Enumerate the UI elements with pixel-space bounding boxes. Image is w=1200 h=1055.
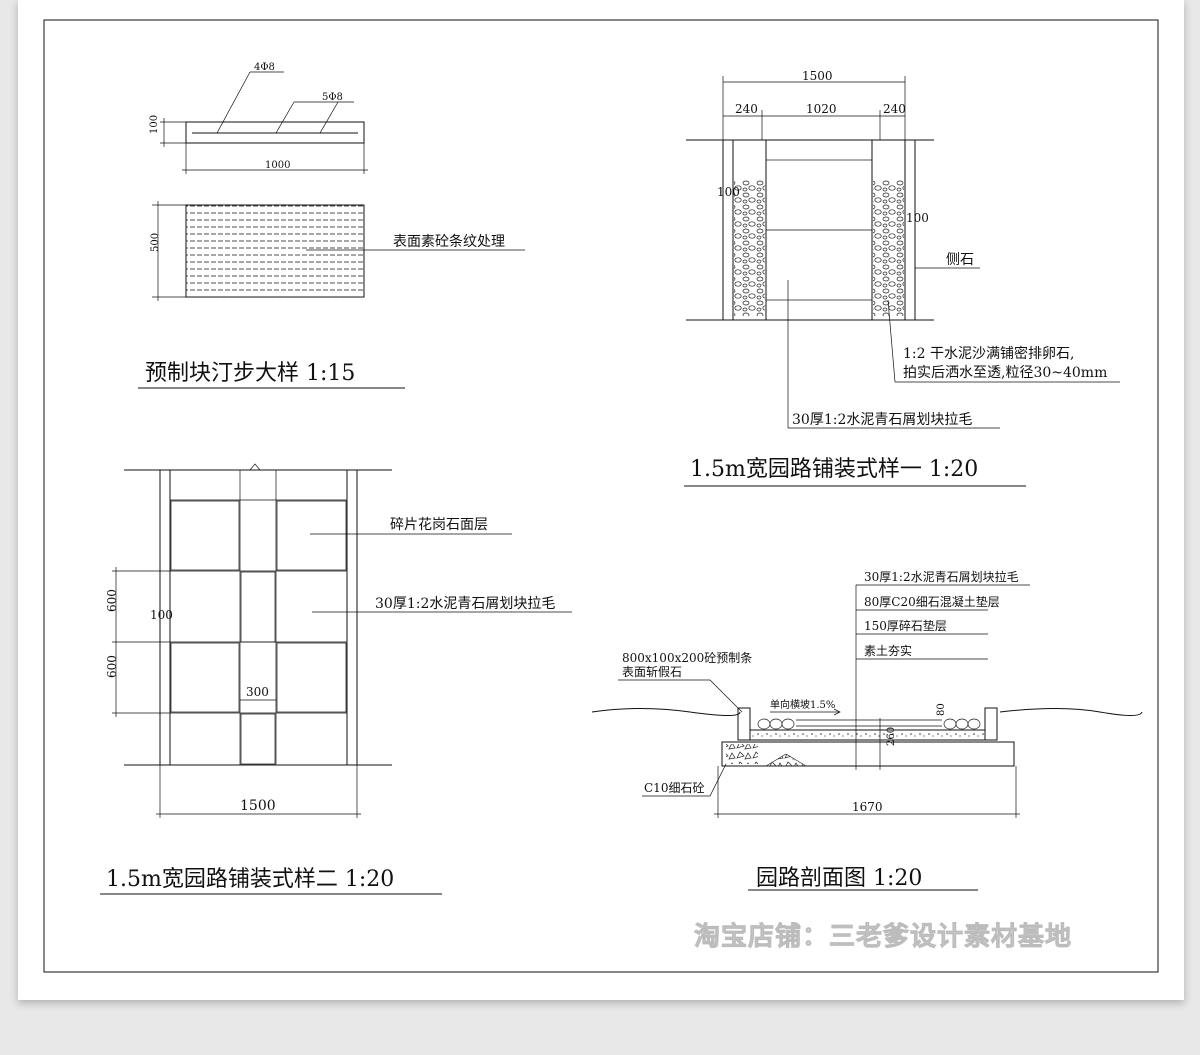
paving-pattern-one: 1500 240 1020 240 100 100 侧石 1:2 干水泥沙满铺密… bbox=[684, 69, 1120, 487]
dim-total-one: 1500 bbox=[802, 69, 833, 83]
kerb-right bbox=[984, 707, 998, 741]
drawing-paper: 100 1000 4Φ8 5Φ8 500 表面素砼条纹处理 预制块汀步大样 1:… bbox=[18, 0, 1184, 1000]
foundation bbox=[721, 741, 1015, 767]
dim-600-b: 600 bbox=[105, 655, 119, 678]
label-c10: C10细石砼 bbox=[644, 781, 704, 795]
layer-2: 80厚C20细石混凝土垫层 bbox=[864, 594, 1000, 609]
dim-1500-two: 1500 bbox=[240, 798, 276, 814]
pattern-one-title: 1.5m宽园路铺装式样一 1:20 bbox=[690, 457, 978, 482]
note-precast-line2: 表面斩假石 bbox=[622, 665, 682, 679]
dim-right-one: 240 bbox=[883, 102, 906, 116]
dim-center-one: 1020 bbox=[806, 102, 837, 116]
rebar-top-label: 4Φ8 bbox=[254, 62, 275, 73]
dim-100-two: 100 bbox=[150, 608, 173, 622]
layer-1: 30厚1:2水泥青石屑划块拉毛 bbox=[864, 569, 1019, 584]
note-bluestone-one: 30厚1:2水泥青石屑划块拉毛 bbox=[792, 412, 972, 428]
note-bluestone-two: 30厚1:2水泥青石屑划块拉毛 bbox=[375, 596, 555, 612]
layer-3: 150厚碎石垫层 bbox=[864, 618, 947, 633]
section-title: 园路剖面图 1:20 bbox=[756, 866, 922, 891]
dim-left-one: 240 bbox=[735, 102, 758, 116]
dim-1670: 1670 bbox=[852, 800, 883, 814]
stepping-elevation bbox=[185, 121, 365, 144]
dim-length: 1000 bbox=[265, 160, 290, 171]
dim-600-a: 600 bbox=[105, 589, 119, 612]
label-kerb: 侧石 bbox=[946, 252, 974, 268]
dim-260: 260 bbox=[886, 727, 897, 746]
stepping-title: 预制块汀步大样 1:15 bbox=[145, 361, 355, 386]
note-surface: 表面素砼条纹处理 bbox=[393, 233, 505, 250]
cad-sheet: 100 1000 4Φ8 5Φ8 500 表面素砼条纹处理 预制块汀步大样 1:… bbox=[43, 19, 1159, 973]
shop-watermark: 淘宝店铺：三老爹设计素材基地 bbox=[694, 921, 1072, 952]
dim-80: 80 bbox=[936, 703, 947, 716]
stepping-stone-detail: 100 1000 4Φ8 5Φ8 500 表面素砼条纹处理 预制块汀步大样 1:… bbox=[138, 62, 525, 389]
dim-height-elevation: 100 bbox=[149, 115, 160, 134]
note-pebble-line2: 拍实后洒水至透,粒径30~40mm bbox=[903, 365, 1107, 381]
paving-pattern-two: 600 600 100 300 1500 碎片花岗石面层 30厚1:2水泥青石屑… bbox=[100, 463, 572, 895]
path-section: 30厚1:2水泥青石屑划块拉毛 80厚C20细石混凝土垫层 150厚碎石垫层 素… bbox=[591, 569, 1143, 891]
label-granite: 碎片花岗石面层 bbox=[390, 517, 488, 533]
note-pebble-line1: 1:2 干水泥沙满铺密排卵石, bbox=[903, 345, 1074, 362]
dim-300-two: 300 bbox=[246, 685, 269, 699]
pattern-two-title: 1.5m宽园路铺装式样二 1:20 bbox=[106, 867, 394, 892]
note-precast-line1: 800x100x200砼预制条 bbox=[622, 651, 752, 665]
dim-border-right-one: 100 bbox=[906, 211, 929, 225]
dim-height-plan: 500 bbox=[150, 233, 161, 252]
rebar-mid-label: 5Φ8 bbox=[322, 92, 343, 103]
drawing-frame bbox=[43, 19, 1159, 973]
slope-label: 单向横坡1.5% bbox=[770, 698, 835, 711]
layer-4: 素土夯实 bbox=[864, 643, 912, 658]
kerb-left bbox=[737, 707, 751, 741]
dim-border-left-one: 100 bbox=[717, 185, 740, 199]
